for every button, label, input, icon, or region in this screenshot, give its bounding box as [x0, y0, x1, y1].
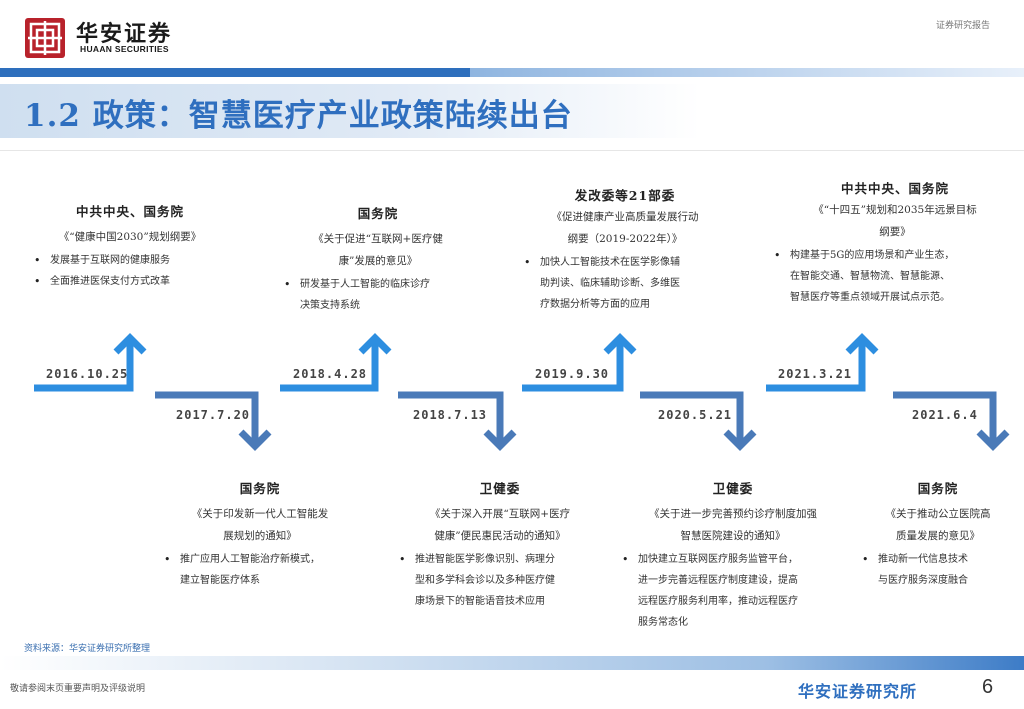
title-background: [0, 84, 700, 138]
logo-chinese-name: 华安证券: [76, 21, 173, 47]
timeline-date: 2021.3.21: [778, 367, 853, 381]
arrow-down-head: [238, 429, 272, 451]
event-agency: 国务院: [357, 206, 399, 221]
event-document: 《关于推动公立医院高: [885, 508, 991, 520]
event-bullet: 全面推进医保支付方式改革: [30, 271, 230, 292]
event-document: 健康”便民惠民活动的通知》: [434, 530, 566, 542]
timeline-date: 2018.4.28: [293, 367, 368, 381]
event-document: 《关于印发新一代人工智能发: [191, 508, 329, 520]
event-2020-5-21: 卫健委 《关于进一步完善预约诊疗制度加强 智慧医院建设的通知》 加快建立互联网医…: [618, 478, 848, 633]
arrow-down-head: [723, 429, 757, 451]
event-2018-4-28: 国务院 《关于促进“互联网+医疗健 康”发展的意见》 研发基于人工智能的临床诊疗…: [280, 203, 476, 316]
timeline-arrow-up: [280, 342, 379, 392]
event-document: 《关于深入开展“互联网+医疗: [429, 508, 571, 520]
event-bullet: 加快建立互联网医疗服务监管平台， 进一步完善远程医疗制度建设，提高 远程医疗服务…: [618, 549, 848, 633]
timeline-date: 2020.5.21: [658, 408, 733, 422]
event-bullet: 推进智能医学影像识别、病理分 型和多学科会诊以及多种医疗健 康场景下的智能语音技…: [395, 549, 605, 612]
footer-band: [0, 656, 1024, 670]
footer-brand: 华安证券研究所: [798, 682, 918, 701]
event-document: 《“十四五”规划和2035年远景目标: [813, 204, 977, 216]
event-document: 展规划的通知》: [223, 530, 297, 542]
arrow-up-head: [845, 333, 879, 355]
event-bullet: 发展基于互联网的健康服务: [30, 250, 230, 271]
event-document: 质量发展的意见》: [896, 530, 980, 542]
event-bullet: 推广应用人工智能治疗新模式， 建立智能医疗体系: [160, 549, 360, 591]
event-agency: 卫健委: [712, 481, 754, 496]
arrow-down-head: [976, 429, 1010, 451]
event-agency: 发改委等21部委: [574, 188, 676, 203]
timeline-arrow-down: [893, 391, 997, 442]
event-bullet: 研发基于人工智能的临床诊疗 决策支持系统: [280, 274, 476, 316]
timeline-arrow-down: [398, 391, 504, 442]
logo-english-name: HUAAN SECURITIES: [80, 44, 169, 54]
event-2017-7-20: 国务院 《关于印发新一代人工智能发 展规划的通知》 推广应用人工智能治疗新模式，…: [160, 478, 360, 591]
event-agency: 卫健委: [479, 481, 521, 496]
event-document: 《促进健康产业高质量发展行动: [551, 211, 699, 223]
event-2016-10-25: 中共中央、国务院 《“健康中国2030”规划纲要》 发展基于互联网的健康服务 全…: [30, 201, 230, 292]
event-document: 《关于促进“互联网+医疗健: [313, 233, 443, 245]
report-type-label: 证券研究报告: [935, 21, 990, 31]
event-document: 《关于进一步完善预约诊疗制度加强: [649, 508, 817, 520]
source-note: 资料来源：华安证券研究所整理: [24, 644, 151, 654]
arrow-up-head: [603, 333, 637, 355]
header-band-light: [470, 68, 1024, 77]
disclaimer-text: 敬请参阅末页重要声明及评级说明: [10, 684, 146, 694]
event-agency: 中共中央、国务院: [75, 204, 184, 219]
event-agency: 中共中央、国务院: [840, 181, 949, 196]
timeline-arrow-up: [766, 342, 866, 392]
event-bullet: 加快人工智能技术在医学影像辅 助判读、临床辅助诊断、多维医 疗数据分析等方面的应…: [520, 252, 730, 315]
title-divider: [0, 150, 1024, 151]
event-bullet: 构建基于5G的应用场景和产业生态， 在智能交通、智慧物流、智慧能源、 智慧医疗等…: [770, 245, 1020, 308]
arrow-down-head: [483, 429, 517, 451]
timeline-date: 2021.6.4: [912, 408, 978, 422]
page-number: 6: [982, 676, 994, 698]
event-document: 纲要（2019-2022年）》: [567, 233, 683, 245]
event-document: 纲要》: [879, 226, 911, 238]
event-document: 康”发展的意见》: [338, 255, 418, 267]
timeline-date: 2017.7.20: [176, 408, 251, 422]
header-band-dark: [0, 68, 470, 77]
event-bullet: 推动新一代信息技术 与医疗服务深度融合: [858, 549, 1018, 591]
timeline-date: 2019.9.30: [535, 367, 610, 381]
timeline-arrow-down: [640, 391, 744, 442]
event-agency: 国务院: [917, 481, 959, 496]
event-agency: 国务院: [239, 481, 281, 496]
event-2019-9-30: 发改委等21部委 《促进健康产业高质量发展行动 纲要（2019-2022年）》 …: [520, 185, 730, 315]
page-title: 1.2 政策：智慧医疗产业政策陆续出台: [24, 98, 573, 134]
event-document: 智慧医院建设的通知》: [680, 530, 786, 542]
arrow-up-head: [358, 333, 392, 355]
timeline-arrow-down: [155, 391, 259, 442]
event-document: 《“健康中国2030”规划纲要》: [58, 231, 202, 243]
event-2021-3-21: 中共中央、国务院 《“十四五”规划和2035年远景目标 纲要》 构建基于5G的应…: [770, 178, 1020, 308]
timeline-arrow-up: [34, 342, 134, 392]
event-2021-6-4: 国务院 《关于推动公立医院高 质量发展的意见》 推动新一代信息技术 与医疗服务深…: [858, 478, 1018, 591]
timeline-date: 2016.10.25: [46, 367, 129, 381]
timeline-arrow-up: [522, 342, 624, 392]
event-2018-7-13: 卫健委 《关于深入开展“互联网+医疗 健康”便民惠民活动的通知》 推进智能医学影…: [395, 478, 605, 612]
timeline-date: 2018.7.13: [413, 408, 488, 422]
arrow-up-head: [113, 333, 147, 355]
company-logo: [25, 18, 65, 58]
